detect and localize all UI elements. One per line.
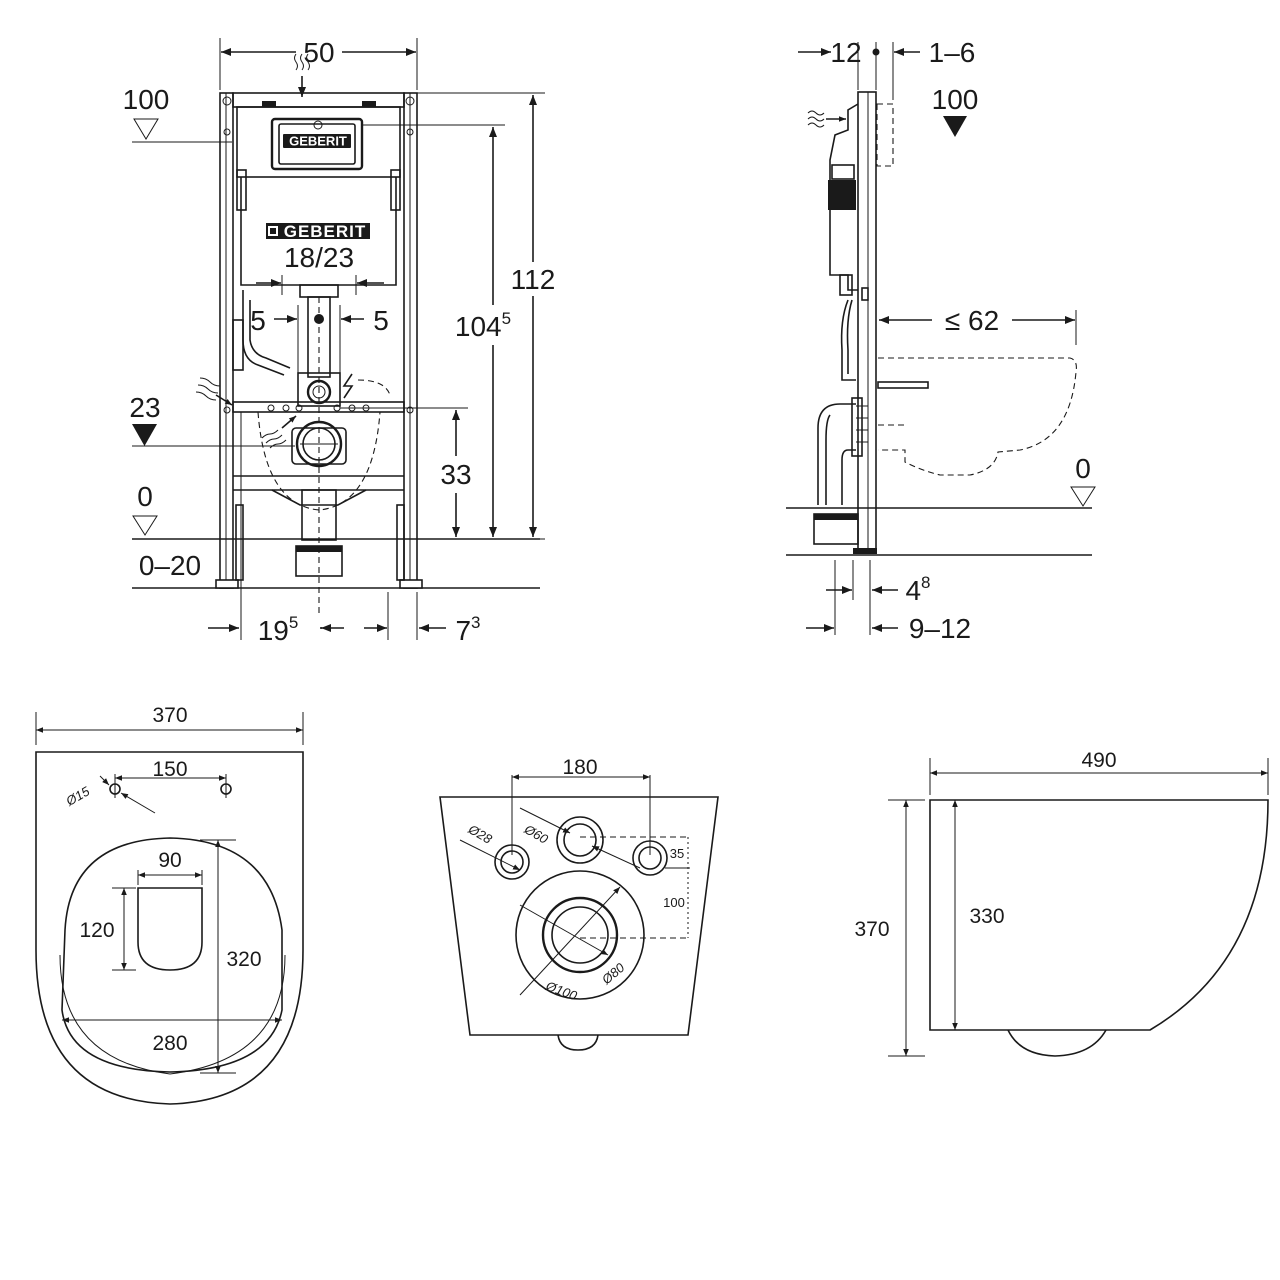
side-level-0-label: 0 (1075, 453, 1091, 484)
water-wave-icon (294, 53, 310, 97)
dim-frame-width: 50 (303, 37, 334, 68)
dim-side-top-left: 12 (830, 37, 861, 68)
triangle-marker-icon (132, 515, 158, 536)
dim-bowl-height: 370 (854, 918, 889, 941)
bowl-outline-side (878, 357, 1077, 476)
bowl-top-outline (35, 751, 304, 1105)
water-wave-icon (807, 110, 846, 128)
brand-logo (266, 223, 370, 239)
dim-side-top-right: 1–6 (929, 37, 976, 68)
level-100-label: 100 (123, 84, 170, 115)
plate-brand-label: GEBERIT (289, 134, 347, 149)
triangle-marker-icon (1070, 486, 1096, 507)
dim-bottom-right-sup: 3 (471, 613, 480, 632)
dim-offset-right: 5 (373, 305, 389, 336)
dim-actuator-height: 1045 (455, 309, 511, 342)
dim-outlet-offset: 100 (663, 895, 685, 910)
frame-profile (857, 91, 877, 553)
drain-connector (295, 420, 343, 468)
side-view: 12 1–6 100 ≤ 62 0 48 9–12 (786, 37, 1096, 644)
triangle-marker-icon (943, 116, 967, 137)
bowl-side-outline (929, 799, 1269, 1031)
flush-plate (270, 117, 364, 171)
level-23-label: 23 (129, 392, 160, 423)
dim-bolt-offset: 35 (670, 846, 684, 861)
dim-overall-height: 112 (511, 264, 556, 295)
bowl-back-outline (439, 796, 719, 1036)
bowl-back-view: 180 35 100 Ø28 Ø60 Ø100 Ø80 (439, 756, 719, 1051)
bowl-top-view: 370 150 Ø15 90 120 320 280 (35, 704, 304, 1105)
front-view: GEBERIT GEBERIT (123, 37, 556, 646)
bowl-rim-outline (61, 837, 283, 1073)
dim-bolt-diameter: Ø28 (465, 821, 495, 847)
dim-bottom-left-sup: 5 (289, 613, 298, 632)
triangle-marker-icon (132, 424, 157, 446)
dim-hole-diameter: Ø15 (62, 783, 92, 809)
floor-range-label: 0–20 (139, 550, 201, 581)
dim-side-depth-small: 48 (905, 573, 930, 606)
dim-bottom-right: 73 (455, 613, 480, 646)
dim-bottom-left: 195 (258, 613, 299, 646)
dim-inlet-spacing: 18/23 (284, 242, 354, 273)
bowl-outline-front (257, 411, 381, 511)
dim-rim-width: 280 (152, 1032, 187, 1055)
dim-connector-height: 33 (440, 459, 471, 490)
dim-bottom-right-base: 7 (455, 615, 471, 646)
dim-side-depth-range: 9–12 (909, 613, 971, 644)
dim-offset-left: 5 (250, 305, 266, 336)
triangle-marker-icon (133, 118, 159, 140)
dim-outlet-outer: Ø100 (543, 978, 580, 1004)
water-wave-icon (261, 415, 297, 449)
brand-logo-text: GEBERIT (284, 222, 367, 241)
bowl-side-view: 490 370 330 (854, 749, 1269, 1057)
water-wave-icon (195, 377, 233, 406)
dim-bolt-spacing: 180 (562, 756, 597, 779)
dim-actuator-height-base: 104 (455, 311, 502, 342)
dim-opening-depth: 120 (79, 919, 114, 942)
dim-bowl-inner-height: 330 (969, 905, 1004, 928)
dim-side-depth-small-sup: 8 (921, 573, 930, 592)
bowl-opening (137, 887, 203, 971)
lightning-icon (342, 373, 354, 399)
level-0-label: 0 (137, 481, 153, 512)
actuator-plate-side (876, 103, 894, 167)
dim-bowl-width: 370 (152, 704, 187, 727)
dim-inlet-diameter: Ø60 (521, 821, 551, 847)
dim-bottom-left-base: 19 (258, 615, 289, 646)
dim-projection: ≤ 62 (945, 305, 999, 336)
dim-side-depth-small-base: 4 (905, 575, 921, 606)
side-level-100-label: 100 (932, 84, 979, 115)
dim-bowl-length: 490 (1081, 749, 1116, 772)
dim-rim-depth: 320 (226, 948, 261, 971)
dim-actuator-height-sup: 5 (502, 309, 511, 328)
dim-opening-width: 90 (158, 849, 181, 872)
drain-elbow (817, 403, 856, 505)
dim-hole-spacing: 150 (152, 758, 187, 781)
